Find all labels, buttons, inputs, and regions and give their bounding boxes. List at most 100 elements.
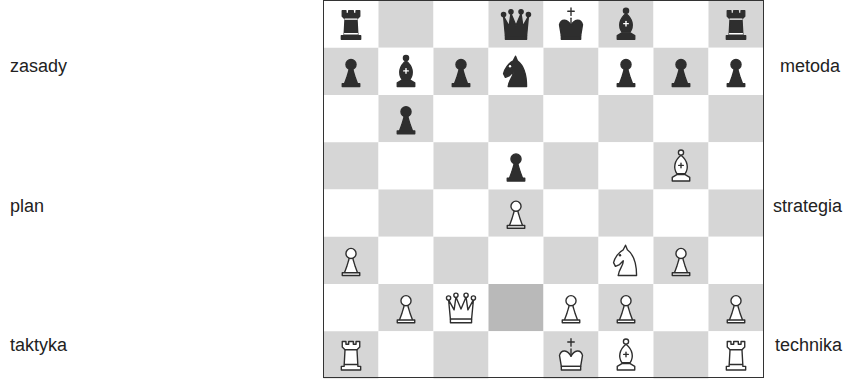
concept-label: strategia: [773, 196, 842, 218]
chess-piece: [672, 59, 689, 86]
chess-piece: [397, 55, 414, 86]
board-square: [434, 142, 489, 189]
board-square: [434, 190, 489, 237]
board-square: [599, 237, 654, 284]
chess-piece: [614, 245, 637, 275]
board-square: [434, 48, 489, 95]
board-square: [379, 1, 434, 48]
board-square: [489, 142, 544, 189]
board-square: [379, 190, 434, 237]
board-square: [489, 48, 544, 95]
board-square: [324, 142, 379, 189]
chess-piece: [560, 8, 583, 39]
board-square: [324, 95, 379, 142]
board-square: [379, 284, 434, 331]
board-square: [434, 1, 489, 48]
chess-piece: [507, 201, 524, 228]
board-square: [324, 237, 379, 284]
board-square: [599, 48, 654, 95]
board-square: [434, 331, 489, 378]
board-square: [599, 284, 654, 331]
board-square: [489, 284, 544, 331]
board-square: [654, 237, 709, 284]
chess-piece: [560, 339, 583, 370]
concept-label: metoda: [780, 56, 840, 78]
board-square: [434, 95, 489, 142]
chess-piece: [341, 342, 360, 371]
chess-piece: [726, 11, 745, 40]
chess-piece: [504, 56, 527, 86]
chess-piece: [562, 296, 579, 323]
chess-pieces: [341, 8, 745, 370]
chess-piece: [617, 296, 634, 323]
chess-piece: [397, 296, 414, 323]
board-square: [489, 1, 544, 48]
chess-piece: [617, 339, 634, 370]
board-square: [379, 331, 434, 378]
board-square: [709, 95, 764, 142]
chess-piece: [501, 10, 530, 40]
board-square: [709, 284, 764, 331]
chess-piece: [507, 154, 524, 181]
board-square: [434, 237, 489, 284]
board-border: [324, 1, 764, 378]
board-square: [654, 48, 709, 95]
board-square: [489, 331, 544, 378]
board-square: [324, 331, 379, 378]
board-square: [654, 331, 709, 378]
concept-label: zasady: [10, 56, 67, 78]
chess-piece: [342, 248, 359, 275]
board-square: [544, 237, 599, 284]
board-square: [544, 142, 599, 189]
chess-piece: [397, 107, 414, 134]
board-square: [654, 190, 709, 237]
chess-piece: [617, 8, 634, 39]
board-square: [709, 1, 764, 48]
board-square: [544, 95, 599, 142]
board-square: [489, 95, 544, 142]
board-square: [379, 237, 434, 284]
concept-label: technika: [775, 335, 842, 357]
board-square: [434, 284, 489, 331]
board-square: [709, 237, 764, 284]
board-square: [489, 237, 544, 284]
board-square: [599, 142, 654, 189]
chess-piece: [672, 150, 689, 181]
board-square: [654, 142, 709, 189]
chess-piece: [341, 11, 360, 40]
board-square: [324, 284, 379, 331]
board-square: [709, 142, 764, 189]
board-square: [379, 95, 434, 142]
chess-piece: [617, 59, 634, 86]
board-square: [544, 1, 599, 48]
chess-piece: [727, 59, 744, 86]
board-square: [599, 190, 654, 237]
board-square: [654, 284, 709, 331]
board-square: [654, 1, 709, 48]
chess-piece: [342, 59, 359, 86]
chess-piece: [726, 342, 745, 371]
board-square: [654, 95, 709, 142]
board-square: [599, 331, 654, 378]
chess-piece: [452, 59, 469, 86]
board-square: [709, 331, 764, 378]
board-square: [379, 48, 434, 95]
board-square: [324, 48, 379, 95]
board-square: [544, 190, 599, 237]
board-square: [709, 48, 764, 95]
concept-label: plan: [10, 196, 44, 218]
board-square: [379, 142, 434, 189]
concept-label: taktyka: [10, 335, 67, 357]
board-square: [599, 1, 654, 48]
board-square: [544, 48, 599, 95]
chess-piece: [672, 248, 689, 275]
board-squares: [324, 1, 764, 379]
chess-piece: [727, 296, 744, 323]
chess-piece: [446, 293, 475, 323]
board-square: [709, 190, 764, 237]
board-square: [544, 331, 599, 378]
board-square: [489, 190, 544, 237]
board-square: [324, 190, 379, 237]
board-square: [324, 1, 379, 48]
